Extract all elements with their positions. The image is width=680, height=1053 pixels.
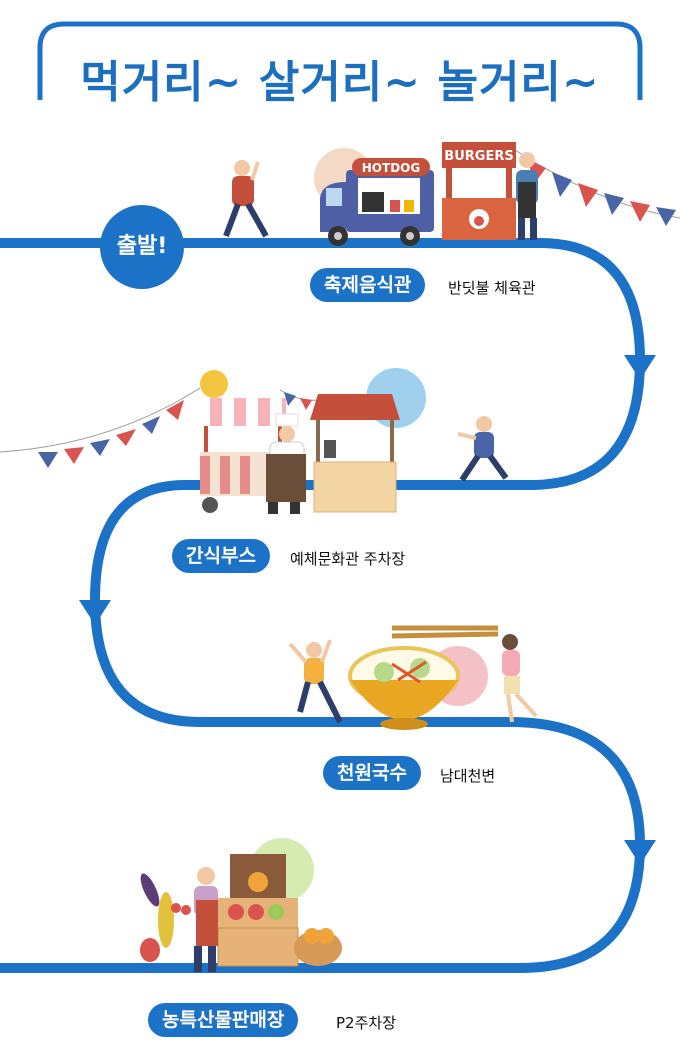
- running-man: [457, 416, 509, 482]
- chef-person: [266, 413, 306, 514]
- stop-name-3: 천원국수: [323, 756, 421, 790]
- noodle-bowl: [348, 625, 499, 730]
- bunting-center: [279, 389, 319, 410]
- bunting-left: [0, 387, 201, 468]
- burgers-sign: BURGERS: [444, 149, 513, 164]
- stop-location-1: 반딧불 체육관: [448, 279, 536, 297]
- hotdog-truck: HOTDOG: [314, 148, 434, 246]
- stop-name-1: 축제음식관: [310, 268, 426, 302]
- title-frame: [37, 21, 643, 100]
- standing-woman: [502, 634, 538, 723]
- wooden-booth: [310, 368, 426, 513]
- produce-market: [140, 838, 342, 967]
- vendor-person: [516, 152, 538, 240]
- bunting-right: [514, 149, 680, 226]
- stop-name-4: 농특산물판매장: [148, 1003, 299, 1037]
- stop-location-4: P2주차장: [336, 1014, 396, 1032]
- dancing-woman: [288, 639, 343, 724]
- route-arrow-down-icon: [79, 600, 111, 625]
- route-arrow-down-icon: [624, 840, 656, 865]
- farmer-person: [194, 867, 218, 972]
- start-badge: 출발!: [100, 205, 184, 289]
- page-title: 먹거리~ 살거리~ 놀거리~: [80, 57, 600, 108]
- hotdog-sign: HOTDOG: [362, 161, 420, 175]
- walking-man: [223, 160, 269, 238]
- stop-location-3: 남대천변: [440, 767, 496, 785]
- route-arrow-down-icon: [624, 355, 656, 380]
- stop-location-2: 예체문화관 주차장: [290, 550, 406, 568]
- burger-stand: BURGERS: [442, 142, 516, 240]
- stop-name-2: 간식부스: [172, 539, 270, 573]
